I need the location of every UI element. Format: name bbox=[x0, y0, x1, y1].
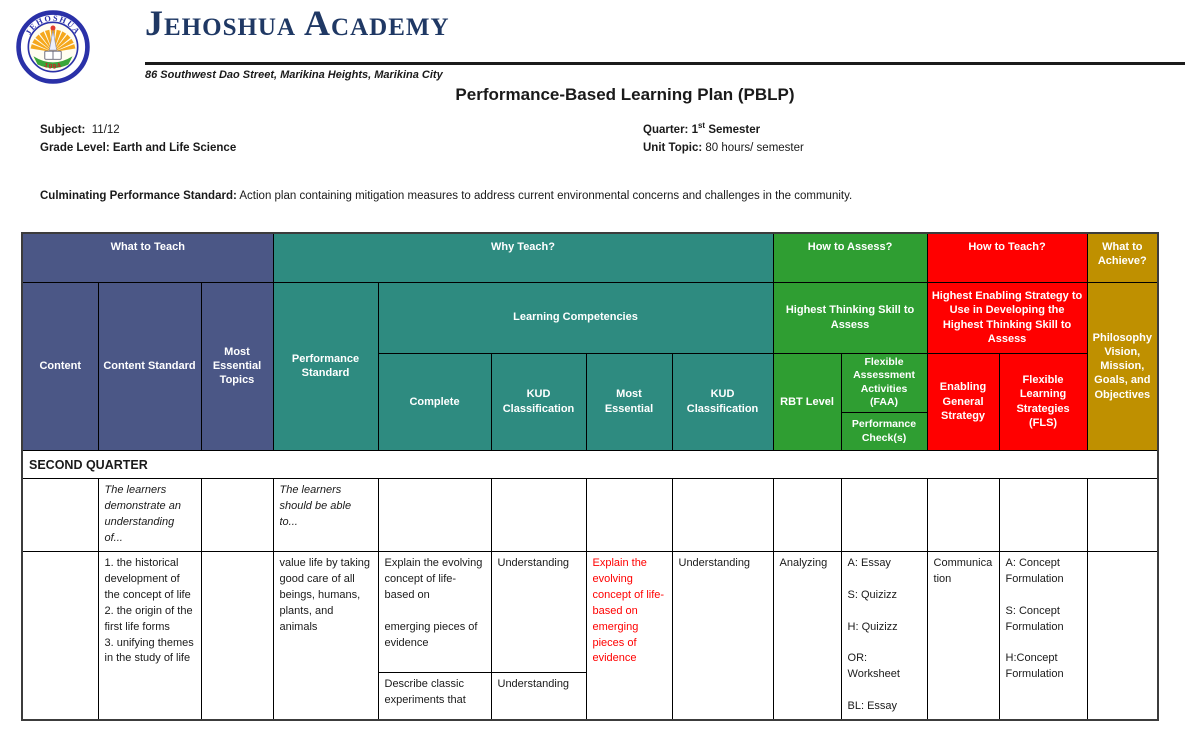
cell-empty bbox=[671, 478, 774, 552]
quarter-ordinal: st bbox=[697, 121, 706, 131]
cell-content-stem bbox=[21, 478, 99, 552]
subject-line: Subject: 11/12 bbox=[40, 121, 236, 139]
cell-content bbox=[21, 550, 99, 721]
section-title-second-quarter: SECOND QUARTER bbox=[21, 450, 1159, 480]
cell-most-essential-topics bbox=[200, 550, 274, 721]
col-header-kud-classification: KUD Classification bbox=[490, 352, 587, 452]
cell-most-essential-topics-stem bbox=[200, 478, 274, 552]
culminating-label: Culminating Performance Standard: bbox=[40, 190, 237, 202]
logo-year-text: 1994 bbox=[43, 62, 62, 71]
cell-empty bbox=[998, 478, 1088, 552]
unit-topic-value: 80 hours/ semester bbox=[705, 142, 804, 154]
col-header-content-standard: Content Standard bbox=[97, 281, 202, 452]
cell-complete-2: Describe classic experiments that bbox=[377, 671, 492, 721]
cell-most-essential: Explain the evolving concept of life-bas… bbox=[585, 550, 673, 721]
col-header-complete: Complete bbox=[377, 352, 492, 452]
col-header-most-essential: Most Essential bbox=[585, 352, 673, 452]
col-header-content: Content bbox=[21, 281, 99, 452]
svg-text:1994: 1994 bbox=[43, 62, 63, 71]
group-header-why-teach: Why Teach? bbox=[272, 232, 774, 283]
cell-performance-standard: value life by taking good care of all be… bbox=[272, 550, 379, 721]
school-address: 86 Southwest Dao Street, Marikina Height… bbox=[145, 69, 443, 81]
cell-empty bbox=[772, 478, 842, 552]
cell-rbt-level: Analyzing bbox=[772, 550, 842, 721]
torch-icon bbox=[49, 30, 57, 51]
grade-label: Grade Level: bbox=[40, 142, 110, 154]
culminating-standard: Culminating Performance Standard: Action… bbox=[40, 190, 1170, 202]
col-header-kud-classification-2: KUD Classification bbox=[671, 352, 774, 452]
col-header-faa: Flexible Assessment Activities (FAA) bbox=[840, 352, 928, 414]
group-header-what-to-teach: What to Teach bbox=[21, 232, 274, 283]
cell-content-standard: 1. the historical development of the con… bbox=[97, 550, 202, 721]
page-title: Performance-Based Learning Plan (PBLP) bbox=[455, 85, 795, 104]
meta-right: Quarter: 1st Semester Unit Topic: 80 hou… bbox=[643, 121, 804, 157]
meta-left: Subject: 11/12 Grade Level: Earth and Li… bbox=[40, 121, 236, 157]
col-header-fls: Flexible Learning Strategies (FLS) bbox=[998, 352, 1088, 452]
unit-topic-label: Unit Topic: bbox=[643, 142, 703, 154]
cell-empty bbox=[926, 478, 1000, 552]
header-divider bbox=[145, 62, 1185, 65]
cell-empty bbox=[490, 478, 587, 552]
school-name: Jehoshua Academy bbox=[145, 3, 450, 43]
cell-enabling-general-strategy: Communication bbox=[926, 550, 1000, 721]
cell-fls: A: Concept Formulation S: Concept Formul… bbox=[998, 550, 1088, 721]
cell-empty bbox=[585, 478, 673, 552]
col-header-highest-thinking-skill: Highest Thinking Skill to Assess bbox=[772, 281, 928, 354]
col-header-performance-standard: Performance Standard bbox=[272, 281, 379, 452]
grade-value: Earth and Life Science bbox=[112, 142, 237, 154]
cell-empty bbox=[377, 478, 492, 552]
cell-kud-most-essential: Understanding bbox=[671, 550, 774, 721]
col-header-highest-enabling-strategy: Highest Enabling Strategy to Use in Deve… bbox=[926, 281, 1088, 354]
col-header-most-essential-topics: Most Essential Topics bbox=[200, 281, 274, 452]
cell-content-standard-stem: The learners demonstrate an understandin… bbox=[97, 478, 202, 552]
group-header-how-to-assess: How to Assess? bbox=[772, 232, 928, 283]
cell-performance-standard-stem: The learners should be able to... bbox=[272, 478, 379, 552]
cell-faa: A: Essay S: Quizizz H: Quizizz OR: Works… bbox=[840, 550, 928, 721]
culminating-text: Action plan containing mitigation measur… bbox=[239, 190, 853, 202]
col-header-learning-competencies: Learning Competencies bbox=[377, 281, 774, 354]
quarter-rest: Semester bbox=[708, 124, 761, 136]
grade-line: Grade Level: Earth and Life Science bbox=[40, 139, 236, 157]
open-book-icon bbox=[44, 50, 62, 60]
quarter-line: Quarter: 1st Semester bbox=[643, 121, 804, 139]
quarter-value: 1 bbox=[691, 124, 698, 136]
cell-kud-1: Understanding bbox=[490, 550, 587, 673]
pblp-table: What to Teach Why Teach? How to Assess? … bbox=[21, 232, 1160, 722]
cell-philosophy bbox=[1086, 550, 1159, 721]
school-logo-icon: JEHOSHUA 1994 bbox=[16, 10, 90, 84]
col-header-performance-checks: Performance Check(s) bbox=[840, 412, 928, 452]
quarter-label: Quarter: bbox=[643, 124, 689, 136]
col-header-enabling-general-strategy: Enabling General Strategy bbox=[926, 352, 1000, 452]
group-header-what-to-achieve: What to Achieve? bbox=[1086, 232, 1159, 283]
cell-empty bbox=[1086, 478, 1159, 552]
unit-topic-line: Unit Topic: 80 hours/ semester bbox=[643, 139, 804, 157]
cell-kud-2: Understanding bbox=[490, 671, 587, 721]
laurel-base-icon bbox=[33, 56, 73, 69]
subject-label: Subject: bbox=[40, 124, 86, 136]
col-header-rbt-level: RBT Level bbox=[772, 352, 842, 452]
group-header-how-to-teach: How to Teach? bbox=[926, 232, 1088, 283]
subject-value: 11/12 bbox=[91, 124, 120, 136]
cell-empty bbox=[840, 478, 928, 552]
cell-complete-1: Explain the evolving concept of life-bas… bbox=[377, 550, 492, 673]
col-header-philosophy: Philosophy Vision, Mission, Goals, and O… bbox=[1086, 281, 1159, 452]
